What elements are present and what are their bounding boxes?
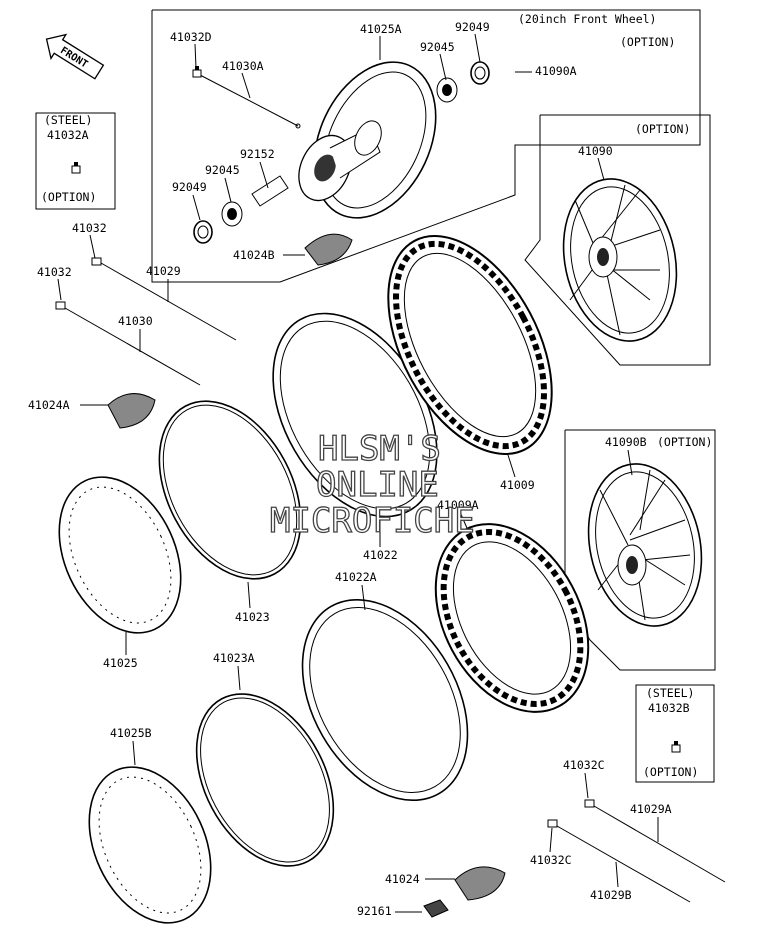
part-41023[interactable]: 41023 xyxy=(235,610,270,624)
part-41025b[interactable]: 41025B xyxy=(110,726,152,740)
nipple-steel-b-icon xyxy=(671,741,681,753)
part-92161[interactable]: 92161 xyxy=(357,904,392,918)
bearing-92045-bot-icon xyxy=(221,201,243,227)
part-41009a[interactable]: 41009A xyxy=(437,498,479,512)
rim-band-41024-icon xyxy=(454,866,506,901)
part-41032d[interactable]: 41032D xyxy=(170,30,212,44)
part-92049-top[interactable]: 92049 xyxy=(455,20,490,34)
part-41025[interactable]: 41025 xyxy=(103,656,138,670)
part-41022a[interactable]: 41022A xyxy=(335,570,377,584)
part-41023a[interactable]: 41023A xyxy=(213,651,255,665)
option-box-20inch-option: (OPTION) xyxy=(620,35,675,49)
tire-41009-icon xyxy=(387,235,553,455)
nipple-icon xyxy=(71,162,81,174)
valve-cap-92161-icon xyxy=(423,899,449,918)
nipple-41032c-a-icon xyxy=(584,799,595,808)
rim-band-41024a-icon xyxy=(107,393,156,429)
part-41024b[interactable]: 41024B xyxy=(233,248,275,262)
part-41029a[interactable]: 41029A xyxy=(630,802,672,816)
rim-band-41023-icon xyxy=(158,400,302,580)
nipple-41032d-icon xyxy=(192,66,202,78)
part-41022[interactable]: 41022 xyxy=(363,548,398,562)
nipple-41032-b-icon xyxy=(55,301,66,310)
option-box-20inch-front-wheel xyxy=(151,9,701,283)
steel-a-part: 41032A xyxy=(47,128,89,142)
steel-box-a xyxy=(35,112,116,210)
spoked-wheel-41090b-icon xyxy=(587,463,703,627)
part-41024a[interactable]: 41024A xyxy=(28,398,70,412)
rim-41025a-icon xyxy=(313,61,437,219)
hub-icon xyxy=(298,120,382,202)
part-92049-bot[interactable]: 92049 xyxy=(172,180,207,194)
part-41032-b[interactable]: 41032 xyxy=(37,265,72,279)
front-arrow-icon: FRONT xyxy=(45,33,105,80)
nipple-41032-a-icon xyxy=(91,257,102,266)
steel-a-option: (OPTION) xyxy=(41,190,96,204)
part-41090a[interactable]: 41090A xyxy=(535,64,577,78)
watermark-line1: HLSM'S xyxy=(318,429,441,469)
rim-41025-icon xyxy=(58,476,182,634)
option-box-41090b-option: (OPTION) xyxy=(657,435,712,449)
part-41025a[interactable]: 41025A xyxy=(360,22,402,36)
option-box-41090-option: (OPTION) xyxy=(635,122,690,136)
part-41032c-a[interactable]: 41032C xyxy=(563,758,605,772)
part-41029b[interactable]: 41029B xyxy=(590,888,632,902)
part-92152[interactable]: 92152 xyxy=(240,147,275,161)
spoke-41030-icon xyxy=(64,307,201,386)
steel-b-option: (OPTION) xyxy=(643,765,698,779)
part-92045-top[interactable]: 92045 xyxy=(420,40,455,54)
part-41009[interactable]: 41009 xyxy=(500,478,535,492)
rim-41025b-icon xyxy=(88,766,212,924)
part-41090b[interactable]: 41090B xyxy=(605,435,647,449)
part-41032-a[interactable]: 41032 xyxy=(72,221,107,235)
option-box-20inch-title: (20inch Front Wheel) xyxy=(518,12,656,26)
part-41030[interactable]: 41030 xyxy=(118,314,153,328)
spoke-41030a-icon xyxy=(199,74,301,129)
part-41032c-b[interactable]: 41032C xyxy=(530,853,572,867)
spoke-41029b-icon xyxy=(556,825,691,903)
steel-b-part: 41032B xyxy=(648,701,690,715)
part-41024[interactable]: 41024 xyxy=(385,872,420,886)
spoke-41029a-icon xyxy=(593,805,726,883)
tire-41009a-icon xyxy=(434,523,590,713)
rim-band-41024b-icon xyxy=(304,233,353,266)
part-41029[interactable]: 41029 xyxy=(146,264,181,278)
option-box-41090 xyxy=(524,114,711,366)
spoked-wheel-41090-icon xyxy=(562,178,678,342)
seal-92049-top-icon xyxy=(470,61,490,85)
seal-92049-bot-icon xyxy=(193,220,213,244)
watermark-line3: MICROFICHE xyxy=(270,501,475,541)
part-41030a[interactable]: 41030A xyxy=(222,59,264,73)
part-92045-bot[interactable]: 92045 xyxy=(205,163,240,177)
steel-a-label: (STEEL) xyxy=(44,113,92,127)
tube-41022a-icon xyxy=(301,598,469,802)
rim-band-41023a-icon xyxy=(195,693,335,867)
watermark-line2: ONLINE xyxy=(316,465,439,505)
steel-b-label: (STEEL) xyxy=(646,686,694,700)
spacer-92152-icon xyxy=(251,175,289,207)
steel-box-b xyxy=(635,684,715,783)
nipple-41032c-b-icon xyxy=(547,819,558,828)
part-41090[interactable]: 41090 xyxy=(578,144,613,158)
bearing-92045-top-icon xyxy=(436,77,458,103)
